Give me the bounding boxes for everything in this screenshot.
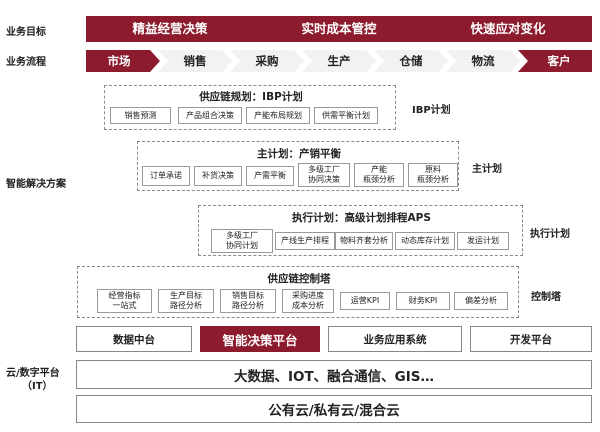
master-item: 产需平衡 (246, 166, 294, 186)
ibp-plan-label: IBP计划 (412, 105, 451, 116)
platform-smart-decision: 智能决策平台 (200, 326, 320, 352)
flow-step-market: 市场 (86, 50, 160, 72)
control-item: 经营指标 一站式 (97, 289, 152, 313)
tech-stack-bar: 大数据、IOT、融合通信、GIS… (76, 360, 592, 389)
flow-step-label: 销售 (183, 54, 207, 68)
control-item: 销售目标 路径分析 (220, 289, 276, 313)
ibp-item: 产品组合决策 (178, 107, 242, 124)
platform-data-center: 数据中台 (76, 326, 192, 352)
exec-plan-label: 执行计划 (530, 229, 570, 240)
flow-step-label: 采购 (255, 54, 279, 68)
platform-row: 数据中台 智能决策平台 业务应用系统 开发平台 (76, 326, 592, 352)
goal-lean-decision: 精益经营决策 (132, 21, 208, 36)
exec-plan-title: 执行计划：高级计划排程APS (292, 212, 431, 224)
exec-item: 产线生产排程 (275, 232, 335, 250)
row-label-platform-it: （IT） (22, 381, 53, 392)
control-item: 生产目标 路径分析 (158, 289, 214, 313)
flow-step-label: 物流 (471, 54, 495, 68)
exec-item: 多级工厂 协同计划 (211, 229, 273, 253)
business-goals-bar: 精益经营决策 实时成本管控 快速应对变化 (86, 16, 592, 42)
goal-cost-control: 实时成本管控 (301, 21, 377, 36)
ibp-plan-box: 供应链规划：IBP计划 销售预测 产品组合决策 产能布局规划 供需平衡计划 (104, 85, 396, 130)
platform-business-apps: 业务应用系统 (328, 326, 462, 352)
control-tower-label: 控制塔 (531, 292, 561, 303)
master-item: 订单承诺 (142, 166, 190, 186)
flow-step-label: 仓储 (399, 54, 423, 68)
flow-step-production: 生产 (302, 50, 376, 72)
flow-step-sales: 销售 (158, 50, 232, 72)
master-plan-title: 主计划：产销平衡 (257, 148, 341, 160)
control-tower-box: 供应链控制塔 经营指标 一站式 生产目标 路径分析 销售目标 路径分析 采购进度… (77, 266, 519, 318)
flow-step-label: 生产 (327, 54, 351, 68)
exec-plan-box: 执行计划：高级计划排程APS 多级工厂 协同计划 产线生产排程 物料齐套分析 动… (198, 205, 523, 256)
flow-step-warehouse: 仓储 (374, 50, 448, 72)
control-item: 财务KPI (396, 292, 450, 310)
flow-step-customer: 客户 (518, 50, 592, 72)
flow-step-logistics: 物流 (446, 50, 520, 72)
business-process-flow: 市场 销售 采购 生产 仓储 物流 客户 (86, 50, 592, 72)
row-label-platform: 云/数字平台 (6, 368, 60, 379)
exec-item: 动态库存计划 (395, 232, 455, 250)
master-plan-box: 主计划：产销平衡 订单承诺 补货决策 产需平衡 多级工厂 协同决策 产能 瓶颈分… (137, 141, 459, 191)
ibp-item: 销售预测 (110, 107, 171, 124)
control-item: 运营KPI (340, 292, 390, 310)
exec-item: 物料齐套分析 (335, 232, 393, 250)
flow-step-label: 客户 (547, 54, 571, 68)
master-item: 产能 瓶颈分析 (354, 163, 404, 187)
ibp-plan-title: 供应链规划：IBP计划 (199, 91, 303, 103)
goal-rapid-response: 快速应对变化 (470, 21, 546, 36)
cloud-bar: 公有云/私有云/混合云 (76, 395, 592, 423)
master-item: 原料 瓶颈分析 (408, 163, 458, 187)
exec-item: 发运计划 (457, 232, 509, 250)
control-item: 采购进度 成本分析 (282, 289, 334, 313)
row-label-solution: 智能解决方案 (6, 179, 66, 190)
master-item: 多级工厂 协同决策 (298, 163, 350, 187)
ibp-item: 供需平衡计划 (314, 107, 378, 124)
control-tower-title: 供应链控制塔 (267, 273, 331, 285)
row-label-process: 业务流程 (6, 57, 46, 68)
master-plan-label: 主计划 (472, 164, 502, 175)
ibp-item: 产能布局规划 (246, 107, 310, 124)
row-label-goals: 业务目标 (6, 27, 46, 38)
control-item: 偏差分析 (454, 292, 508, 310)
master-item: 补货决策 (194, 166, 242, 186)
flow-step-label: 市场 (107, 54, 131, 68)
flow-step-purchase: 采购 (230, 50, 304, 72)
platform-dev: 开发平台 (470, 326, 592, 352)
